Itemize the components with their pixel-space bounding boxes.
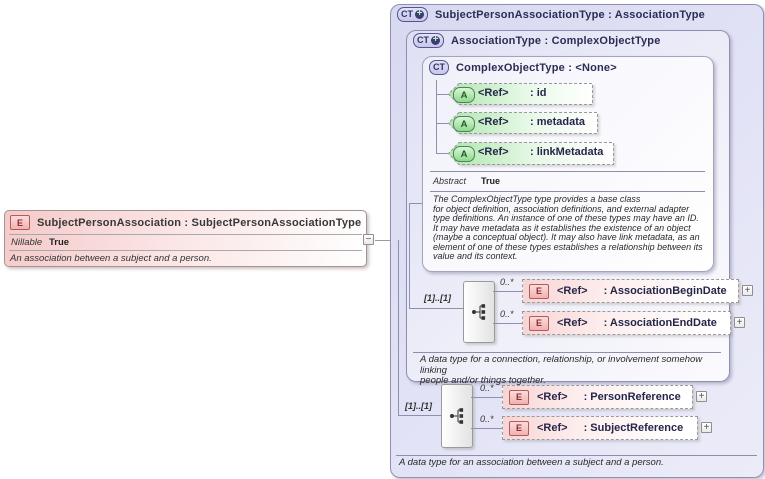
type-header-subjectpersonassociationtype[interactable]: CT+ SubjectPersonAssociationType : Assoc… [397,7,705,22]
type-header-complexobjecttype[interactable]: CT ComplexObjectType : <None> [429,60,617,75]
divider [430,171,705,172]
connector-line [436,94,449,95]
element-ref-associationbegindate[interactable]: E <Ref> : AssociationBeginDate [522,279,739,303]
element-name: : AssociationEndDate [603,317,717,329]
type-header-associationtype[interactable]: CT+ AssociationType : ComplexObjectType [413,33,661,48]
connector-line [398,415,441,416]
element-ref-associationenddate[interactable]: E <Ref> : AssociationEndDate [522,311,731,335]
cardinality-label: 0..* [480,383,494,393]
cardinality-label: 0..* [500,309,514,319]
type-description: A data type for an association between a… [399,457,664,468]
divider [9,250,362,251]
connector-line [471,428,502,429]
expand-toggle[interactable]: + [734,317,745,328]
element-ref-label: <Ref> [557,285,588,297]
attribute-node-linkmetadata[interactable]: A <Ref> : linkMetadata [448,142,615,165]
attribute-node-id[interactable]: A <Ref> : id [448,83,594,105]
divider [413,352,721,353]
attribute-shape [448,112,598,134]
complextype-icon: CT+ [397,7,428,22]
type-description: A data type for a connection, relationsh… [420,354,703,386]
complextype-icon: CT [429,60,449,75]
element-description: An association between a subject and a p… [10,253,212,264]
plus-icon: + [415,8,424,19]
abstract-value: True [481,176,501,186]
type-title: SubjectPersonAssociationType : Associati… [435,8,705,21]
divider [396,455,757,456]
connector-line [436,123,449,124]
element-node-header: E SubjectPersonAssociation : SubjectPers… [10,215,361,230]
expand-toggle[interactable]: + [696,391,707,402]
element-name: : AssociationBeginDate [603,285,727,297]
attribute-name: : id [530,87,547,99]
connector-line [409,203,410,308]
attribute-node-metadata[interactable]: A <Ref> : metadata [448,112,599,134]
connector-line [398,240,399,415]
connector-line [409,308,463,309]
connector-line [375,240,398,241]
element-title: SubjectPersonAssociation : SubjectPerson… [37,216,362,229]
element-ref-subjectreference[interactable]: E <Ref> : SubjectReference [502,416,698,440]
attribute-shape [448,142,614,165]
attribute-ref: <Ref> [478,116,509,128]
cardinality-label: [1]..[1] [405,401,432,411]
complextype-icon: CT+ [413,33,444,48]
sequence-glyph [472,304,486,320]
connector-line [409,203,422,204]
element-ref-label: <Ref> [557,317,588,329]
divider [430,191,705,192]
element-icon: E [529,283,549,299]
type-title: AssociationType : ComplexObjectType [451,34,661,47]
type-title: ComplexObjectType : <None> [456,61,617,74]
attribute-icon: A [453,87,475,103]
connector-line [493,323,522,324]
abstract-label: Abstract [433,176,467,186]
plus-icon: + [431,34,440,45]
collapse-toggle[interactable]: − [363,234,374,245]
element-ref-label: <Ref> [537,391,568,403]
nillable-value: True [49,237,70,248]
attribute-shape [448,83,593,105]
connector-line [493,291,522,292]
cardinality-label: [1]..[1] [424,293,451,303]
attribute-icon: A [453,146,475,162]
cardinality-label: 0..* [500,277,514,287]
cardinality-label: 0..* [480,414,494,424]
type-description: The ComplexObjectType type provides a ba… [433,194,703,261]
sequence-icon[interactable] [441,384,473,448]
element-ref-personreference[interactable]: E <Ref> : PersonReference [502,385,693,409]
attribute-ref: <Ref> [478,87,509,99]
element-icon: E [529,315,549,331]
connector-line [436,80,437,154]
expand-toggle[interactable]: + [701,422,712,433]
element-ref-label: <Ref> [537,422,568,434]
nillable-label: Nillable [11,237,43,248]
element-icon: E [509,420,529,436]
element-icon: E [10,215,30,230]
connector-line [471,397,502,398]
expand-toggle[interactable]: + [742,285,753,296]
element-node-subjectpersonassociation[interactable]: E SubjectPersonAssociation : SubjectPers… [4,210,367,267]
element-icon: E [509,389,529,405]
attribute-name: : linkMetadata [530,146,604,158]
sequence-icon[interactable] [463,281,495,343]
element-name: : SubjectReference [583,422,684,434]
attribute-ref: <Ref> [478,146,509,158]
attribute-name: : metadata [530,116,586,128]
attribute-icon: A [453,116,475,132]
divider [9,234,362,235]
connector-line [436,153,449,154]
sequence-glyph [450,408,464,424]
element-name: : PersonReference [583,391,681,403]
